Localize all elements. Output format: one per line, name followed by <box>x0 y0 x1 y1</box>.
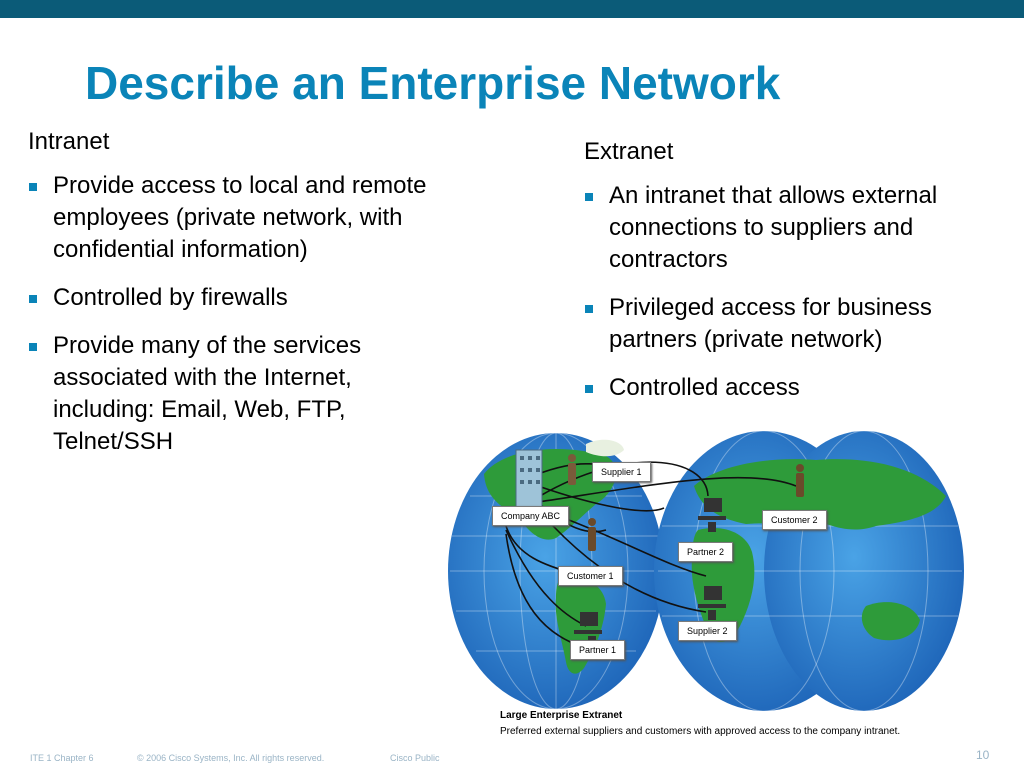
partner-2-label: Partner 2 <box>678 542 734 562</box>
customer-1-label: Customer 1 <box>558 566 623 586</box>
bullet-item: Provide access to local and remote emplo… <box>28 170 428 266</box>
company-abc-label: Company ABC <box>492 506 570 526</box>
bullet-item: Controlled access <box>584 372 1014 404</box>
footer-copyright: © 2006 Cisco Systems, Inc. All rights re… <box>137 753 325 763</box>
partner-1-label: Partner 1 <box>570 640 626 660</box>
globe-east <box>654 430 964 712</box>
person-icon <box>796 464 804 497</box>
bullet-square-icon <box>29 183 37 191</box>
footer-chapter: ITE 1 Chapter 6 <box>30 753 94 763</box>
bullet-square-icon <box>585 385 593 393</box>
intranet-column: Intranet Provide access to local and rem… <box>28 128 428 474</box>
extranet-figure: Supplier 1 Company ABC Customer 2 Partne… <box>446 426 966 744</box>
footer-classification: Cisco Public <box>390 753 440 763</box>
page-number: 10 <box>976 748 990 762</box>
bullet-text: Privileged access for business partners … <box>609 294 932 353</box>
figure-caption-title: Large Enterprise Extranet <box>500 710 623 721</box>
company-building-icon <box>515 449 543 509</box>
bullet-item: Privileged access for business partners … <box>584 292 1014 356</box>
bullet-text: An intranet that allows external connect… <box>609 182 938 273</box>
figure-caption: Large Enterprise Extranet Preferred exte… <box>500 708 900 740</box>
supplier-1-label: Supplier 1 <box>592 462 651 482</box>
top-bar <box>0 0 1024 18</box>
bullet-square-icon <box>29 343 37 351</box>
extranet-bullet-list: An intranet that allows external connect… <box>584 180 1014 404</box>
bullet-item: An intranet that allows external connect… <box>584 180 1014 276</box>
supplier-2-label: Supplier 2 <box>678 621 737 641</box>
extranet-heading: Extranet <box>584 138 674 165</box>
workstation-icon <box>698 586 726 620</box>
bullet-text: Controlled access <box>609 374 800 401</box>
intranet-heading: Intranet <box>28 128 110 155</box>
workstation-icon <box>698 498 726 532</box>
bullet-text: Provide access to local and remote emplo… <box>53 172 427 263</box>
extranet-column: Extranet An intranet that allows externa… <box>584 138 1014 420</box>
customer-2-label: Customer 2 <box>762 510 827 530</box>
person-icon <box>568 454 576 485</box>
bullet-square-icon <box>585 305 593 313</box>
bullet-item: Controlled by firewalls <box>28 282 428 314</box>
person-icon <box>588 518 596 551</box>
bullet-text: Provide many of the services associated … <box>53 332 362 455</box>
bullet-square-icon <box>585 193 593 201</box>
bullet-item: Provide many of the services associated … <box>28 330 428 458</box>
bullet-square-icon <box>29 295 37 303</box>
world-map-illustration <box>446 426 966 744</box>
intranet-bullet-list: Provide access to local and remote emplo… <box>28 170 428 458</box>
bullet-text: Controlled by firewalls <box>53 284 288 311</box>
figure-caption-text: Preferred external suppliers and custome… <box>500 726 901 737</box>
slide-title: Describe an Enterprise Network <box>85 57 781 109</box>
